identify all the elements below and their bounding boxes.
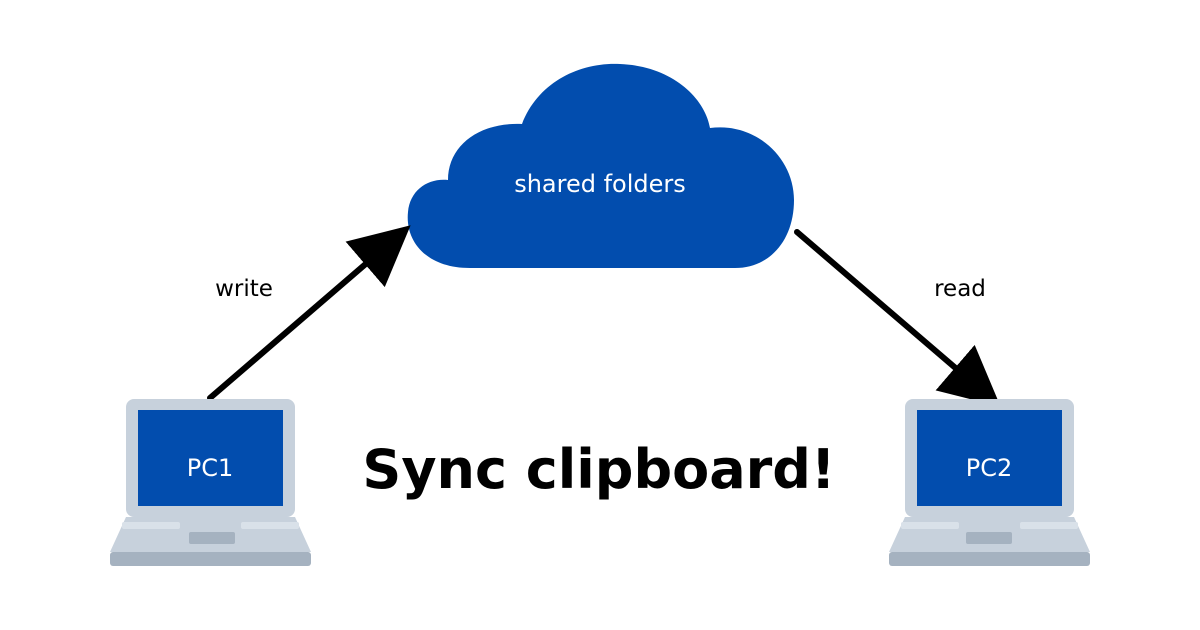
read-arrow	[794, 229, 1001, 407]
write-arrow	[207, 225, 411, 401]
cloud-node: shared folders	[407, 63, 794, 269]
laptop-icon	[110, 399, 311, 566]
write-edge-label: write	[215, 276, 273, 302]
pc1-node: PC1	[110, 399, 311, 566]
pc2-node: PC2	[889, 399, 1090, 566]
read-edge-label: read	[934, 276, 986, 302]
cloud-icon	[407, 63, 794, 269]
laptop-icon	[889, 399, 1090, 566]
diagram-title: Sync clipboard!	[362, 438, 835, 501]
pc2-label: PC2	[966, 454, 1013, 482]
cloud-label: shared folders	[514, 170, 686, 198]
pc1-label: PC1	[187, 454, 234, 482]
